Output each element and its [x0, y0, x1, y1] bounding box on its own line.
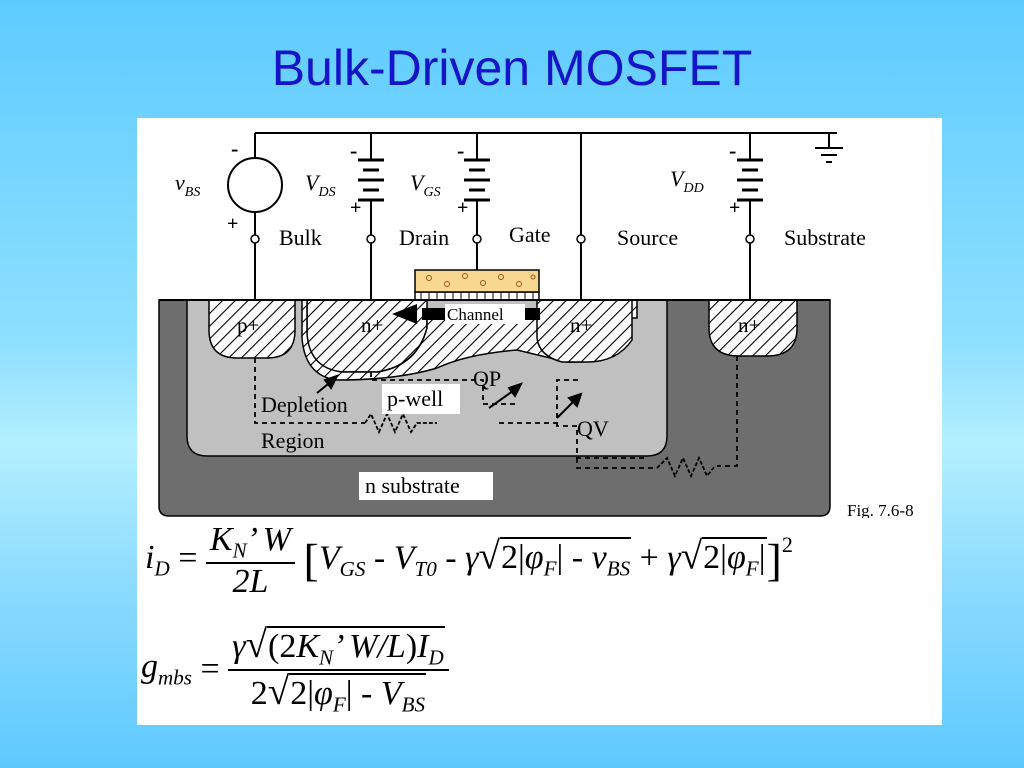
- eq1-sqrt-icon: √: [478, 534, 500, 578]
- eq1-lhs: iD: [145, 539, 170, 581]
- vdd-battery-icon: [737, 158, 763, 202]
- eq1-sqrt-icon-2: √: [680, 534, 703, 578]
- terminal-source-label: Source: [617, 225, 678, 250]
- eq2-lhs: gmbs: [141, 648, 192, 690]
- vbs-plus-sign: +: [227, 213, 238, 235]
- gate-oxide-ticks: [420, 292, 534, 300]
- depletion-arrow-icon: [316, 374, 339, 394]
- eq1-fraction: KN’ W 2L: [205, 522, 296, 599]
- n-plus-drain-label: n+: [361, 313, 383, 337]
- eq1-radicand-1: 2|φF| - vBS: [499, 537, 632, 581]
- vdd-minus-sign: -: [729, 138, 736, 163]
- eq1-equals: =: [178, 539, 198, 577]
- eq1-exponent: 2: [781, 531, 793, 557]
- n-plus-source-region: [536, 299, 633, 363]
- terminal-bulk-label: Bulk: [279, 225, 322, 250]
- eq1-radicand-2: 2|φF|: [702, 537, 767, 581]
- bulk-resistor-icon: [364, 411, 437, 435]
- depletion-label: Depletion: [261, 392, 348, 417]
- n-plus-source-label: n+: [570, 313, 592, 337]
- vbs-source-icon: [227, 157, 283, 213]
- gmbs-equation: gmbs = γ√(2KN’ W/L)ID 2√2|φF| - VBS: [141, 624, 449, 715]
- qp-label: QP: [473, 366, 501, 391]
- vbs-label: vBS: [175, 170, 200, 200]
- vdd-label: VDD: [670, 166, 704, 196]
- n-plus-substrate-label: n+: [738, 313, 760, 337]
- eq1-open-bracket: [: [303, 534, 319, 586]
- gate-poly: [414, 269, 540, 293]
- eq2-sqrt-icon: √: [245, 623, 268, 666]
- vdd-plus-sign: +: [729, 197, 740, 219]
- vbs-minus-sign: -: [231, 136, 238, 161]
- qv-arrow-icon: [556, 392, 583, 419]
- ground-icon: [815, 147, 843, 163]
- vds-plus-sign: +: [350, 197, 361, 219]
- eq2-fraction: γ√(2KN’ W/L)ID 2√2|φF| - VBS: [228, 624, 449, 715]
- vds-minus-sign: -: [350, 138, 357, 163]
- vgs-label: VGS: [410, 170, 441, 200]
- qp-arrow-icon: [488, 382, 523, 409]
- terminal-drain-label: Drain: [399, 225, 449, 250]
- terminal-gate-label: Gate: [509, 222, 551, 247]
- figure-caption: Fig. 7.6-8: [847, 501, 914, 518]
- vgs-plus-sign: +: [457, 197, 468, 219]
- mosfet-cross-section: Channel p+ n+ n+ n+ -: [158, 132, 914, 518]
- channel-label: Channel: [447, 305, 504, 324]
- terminal-nodes: [250, 234, 755, 244]
- figure-panel: Channel p+ n+ n+ n+ -: [137, 118, 942, 725]
- region-label: Region: [261, 428, 325, 453]
- channel-arrow-head: [392, 304, 417, 324]
- n-substrate-label: n substrate: [365, 473, 460, 498]
- vgs-minus-sign: -: [457, 138, 464, 163]
- p-well-label: p-well: [387, 386, 443, 411]
- p-plus-label: p+: [237, 313, 259, 337]
- eq2-den-sqrt-icon: √: [267, 669, 290, 713]
- circuit-wires: [254, 132, 837, 300]
- vds-label: VDS: [305, 170, 336, 200]
- n-plus-substrate-region: [708, 299, 798, 357]
- p-well-label-bg: [382, 384, 460, 414]
- vgs-battery-icon: [464, 158, 490, 202]
- eq1-close-bracket: ]: [766, 534, 782, 586]
- p-plus-region: [208, 299, 296, 359]
- channel-label-bg: [445, 304, 525, 324]
- qv-label: QV: [577, 416, 609, 441]
- terminal-substrate-label: Substrate: [784, 225, 866, 250]
- drain-current-equation: iD = KN’ W 2L [VGS - VT0 - γ√2|φF| - vBS…: [145, 521, 793, 600]
- eq2-equals: =: [200, 650, 220, 688]
- slide-title: Bulk-Driven MOSFET: [271, 40, 753, 96]
- vds-battery-icon: [358, 158, 384, 202]
- n-substrate-label-bg: [359, 472, 493, 500]
- substrate-resistor-icon: [656, 455, 716, 479]
- gate-poly-dots: [426, 273, 536, 287]
